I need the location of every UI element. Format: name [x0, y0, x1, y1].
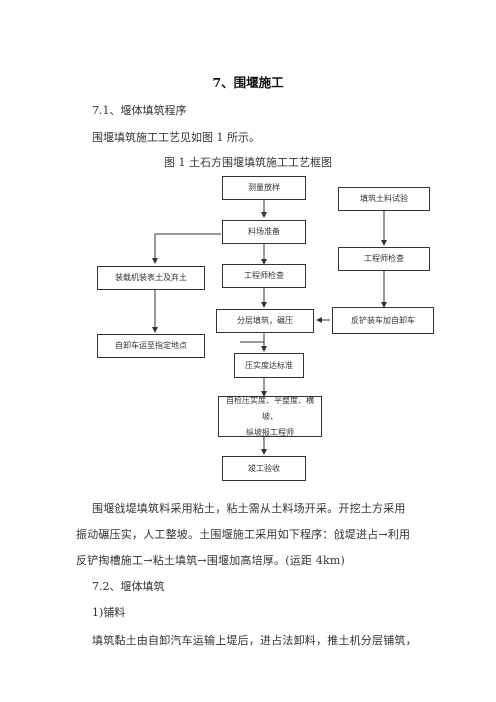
flow-label-compaction: 压实度达标准	[245, 360, 293, 370]
paragraph-2-line-3: 反铲掏槽施工→粘土填筑→围堰加高培厚。(运距 4km)	[76, 554, 346, 567]
flow-label-backhoe: 反铲装车加自卸车	[351, 315, 415, 325]
paragraph-2-line-2: 振动碾压实，人工整坡。土围堰施工采用如下程序：戗堤进占→利用	[76, 528, 411, 541]
flow-label-yard-prep: 料场准备	[248, 227, 280, 236]
flow-label-loader-strip: 装载机装表土及弃土	[115, 273, 187, 282]
flow-box-survey: 测量放样	[222, 176, 306, 200]
flow-box-self-check: 自检压实度、平整度、横坡、 纵坡报工程师	[218, 396, 322, 437]
flow-label-layer-fill: 分层填筑，碾压	[237, 316, 293, 325]
paragraph-2-line-1: 围堰戗堤填筑料采用粘土，粘土需从土料场开采。开挖土方采用	[92, 502, 406, 515]
flow-box-loader-strip: 装载机装表土及弃土	[97, 266, 205, 290]
intro-paragraph: 围堰填筑施工工艺见如图 1 所示。	[92, 131, 260, 144]
flow-box-layer-fill: 分层填筑，碾压	[216, 309, 314, 333]
flow-box-acceptance: 竣工验收	[222, 456, 306, 481]
flow-box-engineer-check-right: 工程师检查	[338, 247, 430, 271]
arrow-yard-to-loader	[152, 233, 221, 264]
subsection-7-1-title: 7.1、堰体填筑程序	[92, 104, 187, 117]
flow-box-compaction: 压实度达标准	[234, 353, 304, 378]
flow-box-yard-prep: 料场准备	[222, 220, 306, 244]
section-heading: 7、围堰施工	[212, 75, 284, 90]
flow-box-dump-truck: 自卸车运至指定地点	[97, 334, 205, 358]
flow-label-engineer-check-right: 工程师检查	[364, 254, 404, 263]
flow-label-acceptance: 竣工验收	[248, 463, 280, 473]
sub-item-1-title: 1)铺料	[92, 606, 126, 619]
flow-label-self-check-line1: 自检压实度、平整度、横坡、	[226, 395, 314, 421]
flow-box-backhoe: 反铲装车加自卸车	[332, 307, 434, 334]
flow-label-material-test: 填筑土料试验	[360, 194, 408, 203]
flow-label-engineer-check-mid: 工程师检查	[244, 271, 284, 280]
flow-label-self-check-line2: 纵坡报工程师	[246, 427, 294, 437]
flow-label-dump-truck: 自卸车运至指定地点	[115, 341, 187, 350]
subsection-7-2-title: 7.2、堰体填筑	[92, 580, 165, 593]
flow-box-material-test: 填筑土料试验	[338, 187, 430, 211]
flow-box-engineer-check-mid: 工程师检查	[222, 264, 306, 288]
paragraph-3-line-1: 填筑黏土由自卸汽车运输上堤后，进占法卸料，推土机分层铺筑，	[92, 634, 417, 647]
flow-label-survey: 测量放样	[248, 183, 280, 192]
figure-caption: 图 1 土石方围堰填筑施工工艺框图	[164, 156, 332, 169]
